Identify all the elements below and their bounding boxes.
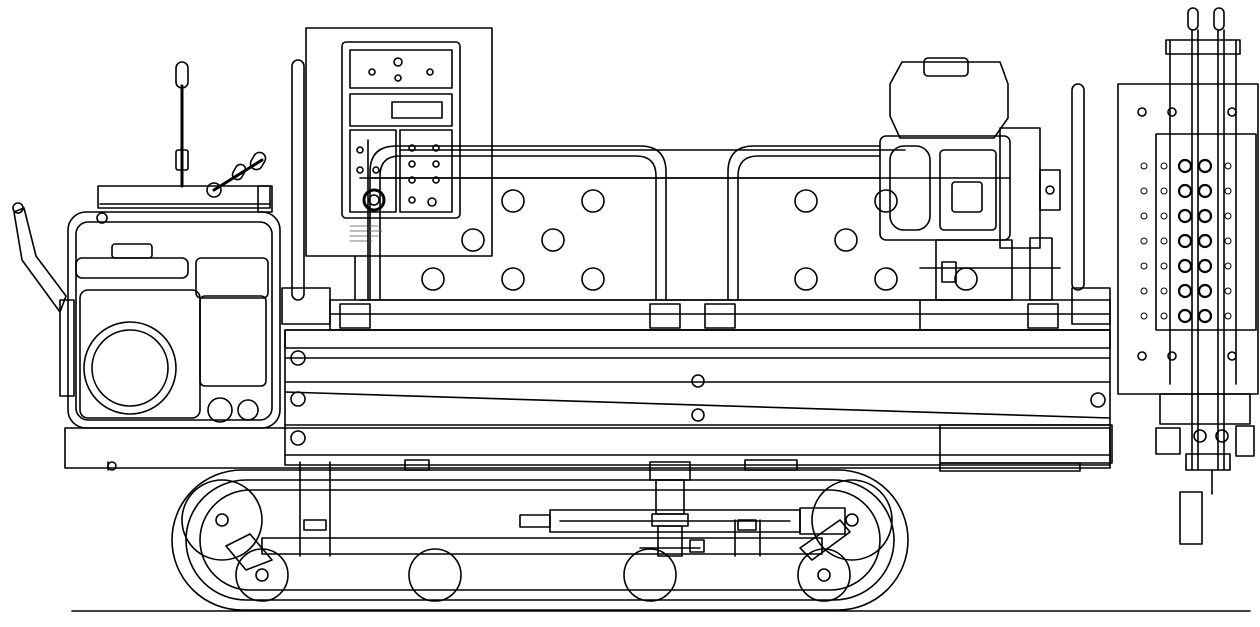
- perforated-plate: [359, 177, 1011, 301]
- control-panel: [305, 27, 493, 257]
- throttle-lever: [175, 61, 267, 198]
- valve-bank: [1117, 83, 1259, 395]
- track-frame: [225, 461, 851, 571]
- hydraulic-cylinder: [519, 507, 846, 535]
- valve-levers: [1177, 158, 1213, 324]
- rear-bracket: [97, 185, 273, 471]
- panel-label-lines: [349, 225, 383, 242]
- valve-control-rods: [1155, 7, 1255, 545]
- crawler-track: [171, 469, 909, 611]
- upper-rail: [281, 287, 1111, 331]
- chassis-frame: [64, 329, 1113, 472]
- panel-cable: [354, 139, 906, 301]
- valve-holes: [1140, 162, 1232, 320]
- rear-engine: [67, 203, 281, 429]
- side-handle: [12, 202, 75, 397]
- center-pivot-post: [639, 461, 705, 557]
- panel-key-switch: [362, 188, 386, 212]
- guard-bars: [291, 59, 1085, 301]
- front-engine: [879, 57, 1061, 331]
- track-wheels: [181, 479, 893, 602]
